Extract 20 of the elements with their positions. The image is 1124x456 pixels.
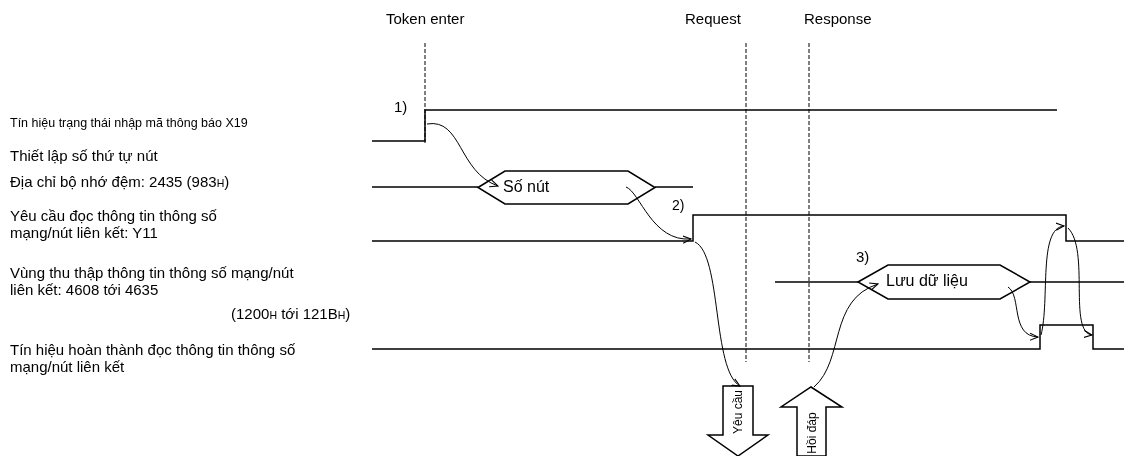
node-label: Số nút: [503, 178, 550, 196]
node-label: Hồi đáp: [804, 412, 819, 454]
node-label: Yêu cầu: [731, 390, 745, 434]
signal-name: Vùng thu thập thông tin thông số mạng/nút liên kết: 4608 tới 4635: [10, 264, 295, 299]
causality-arrow: [625, 186, 692, 243]
causality-arrow: [813, 283, 879, 388]
timing-label: Token enter: [386, 10, 465, 28]
signal-name: Tín hiệu hoàn thành đọc thông tin thông số mạng/nút liên kết: [10, 341, 297, 376]
timing-label: Response: [804, 10, 872, 28]
signal-name: Tín hiệu trạng thái nhập mã thông báo X19: [10, 116, 248, 131]
step-number: 2): [672, 197, 685, 214]
causality-arrow: [1007, 286, 1039, 340]
node-label: Lưu dữ liệu: [886, 272, 968, 290]
timing-label: Request: [685, 10, 741, 28]
signal-name: Yêu cầu đọc thông tin thông số mạng/nút liên kết: Y11: [10, 207, 218, 242]
signal-name: Thiết lập số thứ tự nút: [10, 147, 158, 165]
causality-arrow: [694, 241, 741, 387]
causality-arrow: [426, 123, 499, 187]
step-number: 3): [856, 248, 870, 266]
step-number: 1): [394, 98, 408, 116]
